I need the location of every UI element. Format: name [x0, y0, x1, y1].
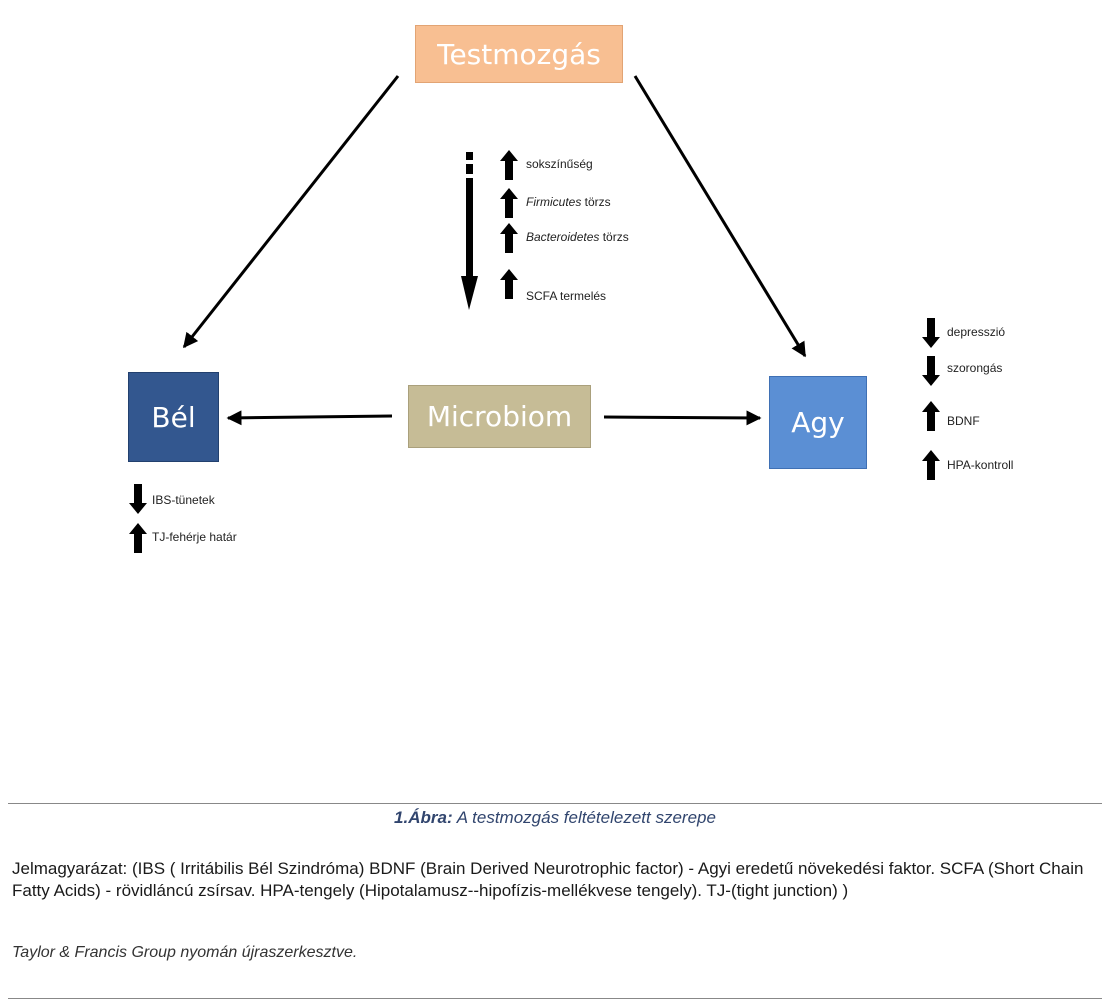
- divider-top: [8, 803, 1102, 804]
- brain-effect-anxiety: szorongás: [947, 361, 1003, 375]
- legend-text: Jelmagyarázat: (IBS ( Irritábilis Bél Sz…: [12, 859, 1084, 900]
- gut-effect-tj: TJ-fehérje határ: [152, 530, 237, 544]
- gut-effect-down-arrow-icon: [129, 484, 147, 514]
- gut-label: Bél: [151, 400, 196, 434]
- microbiome-effect-bacteroidetes: Bacteroidetes törzs: [526, 230, 629, 244]
- arrow-exercise-to-brain: [633, 75, 807, 358]
- microbiome-effect-up-arrow-icon: [500, 150, 518, 180]
- source-credit: Taylor & Francis Group nyomán újraszerke…: [12, 944, 358, 961]
- arrow-microbiome-to-brain: [603, 410, 762, 426]
- arrow-microbiome-to-gut: [226, 410, 393, 426]
- arrow-exercise-to-gut: [182, 75, 400, 349]
- brain-box: Agy: [769, 376, 867, 469]
- brain-effect-depression: depresszió: [947, 325, 1006, 339]
- gut-effect-up-arrow-icon: [129, 523, 147, 553]
- gut-effect-ibs: IBS-tünetek: [152, 493, 215, 507]
- diagram-canvas: [129, 75, 940, 553]
- microbiome-label: Microbiom: [426, 400, 573, 433]
- exercise-label: Testmozgás: [437, 37, 601, 71]
- figure-caption: 1.Ábra: A testmozgás feltételezett szere…: [394, 808, 716, 827]
- microbiome-effect-firmicutes: Firmicutes törzs: [526, 195, 611, 209]
- brain-effect-up-arrow-icon: [922, 401, 940, 431]
- arrow-exercise-to-microbiome: [461, 152, 478, 310]
- exercise-box: Testmozgás: [415, 25, 623, 83]
- microbiome-effect-up-arrow-icon: [500, 188, 518, 218]
- microbiome-effect-diversity: sokszínűség: [526, 157, 593, 171]
- brain-effect-up-arrow-icon: [922, 450, 940, 480]
- divider-bottom: [8, 998, 1102, 999]
- gut-box: Bél: [128, 372, 219, 462]
- brain-effect-bdnf: BDNF: [947, 414, 980, 428]
- microbiome-effect-up-arrow-icon: [500, 223, 518, 253]
- brain-effect-hpa: HPA-kontroll: [947, 458, 1014, 472]
- brain-effect-down-arrow-icon: [922, 318, 940, 348]
- microbiome-effect-scfa: SCFA termelés: [526, 289, 607, 303]
- microbiome-box: Microbiom: [408, 385, 591, 448]
- microbiome-effect-up-arrow-icon: [500, 269, 518, 299]
- brain-label: Agy: [791, 406, 845, 439]
- brain-effect-down-arrow-icon: [922, 356, 940, 386]
